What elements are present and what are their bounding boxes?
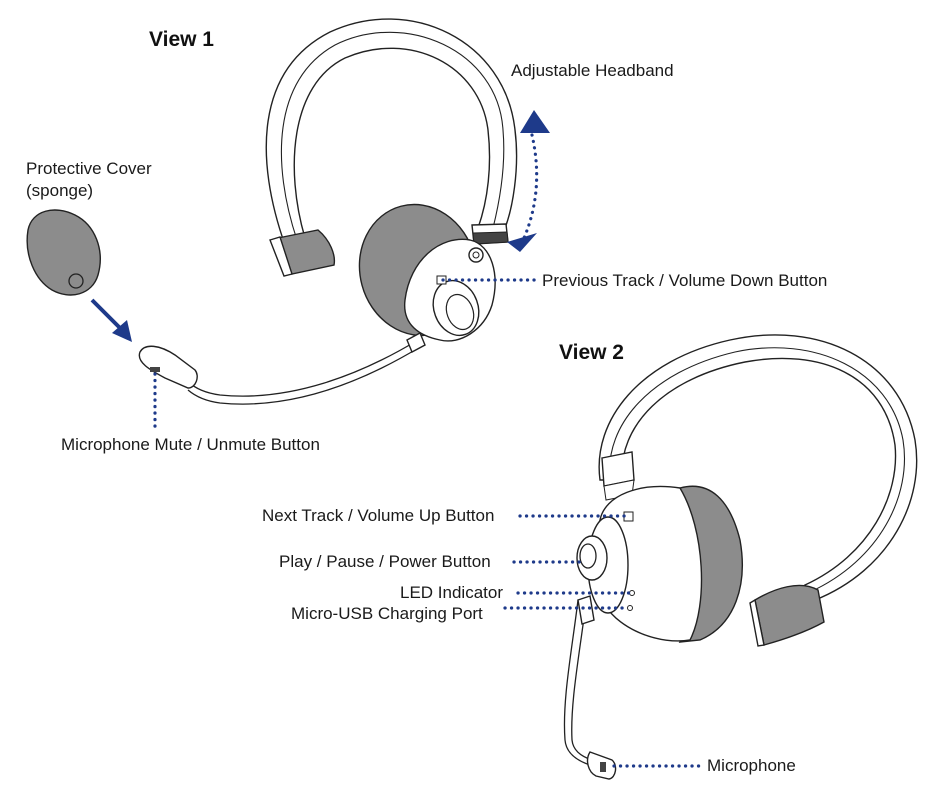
view1-title: View 1: [149, 28, 214, 51]
led-indicator-label: LED Indicator: [400, 583, 503, 602]
sponge-arrow: [90, 298, 132, 342]
view2-mic-boom: [563, 599, 591, 766]
view2-title: View 2: [559, 341, 624, 364]
view1-mic-tip: [138, 345, 198, 389]
protective-cover-label-line2: (sponge): [26, 181, 94, 200]
view2-band-end-pad: [754, 584, 825, 646]
mic-mute-label: Microphone Mute / Unmute Button: [61, 435, 320, 454]
view2-headset: [563, 334, 918, 780]
next-track-label: Next Track / Volume Up Button: [262, 506, 495, 525]
view1-headset: [138, 18, 518, 405]
headband-adjust-arrow: [507, 110, 550, 252]
microphone-label: Microphone: [707, 756, 796, 775]
micro-usb-label: Micro-USB Charging Port: [291, 604, 483, 623]
view2-play-pause-button-shape: [579, 543, 597, 569]
protective-cover-label-line1: Protective Cover: [26, 159, 152, 178]
previous-track-label: Previous Track / Volume Down Button: [542, 271, 828, 290]
play-pause-label: Play / Pause / Power Button: [279, 552, 491, 571]
protective-cover-sponge: [26, 209, 101, 296]
view1-mic-boom: [189, 339, 419, 397]
adjustable-headband-label: Adjustable Headband: [511, 61, 674, 80]
